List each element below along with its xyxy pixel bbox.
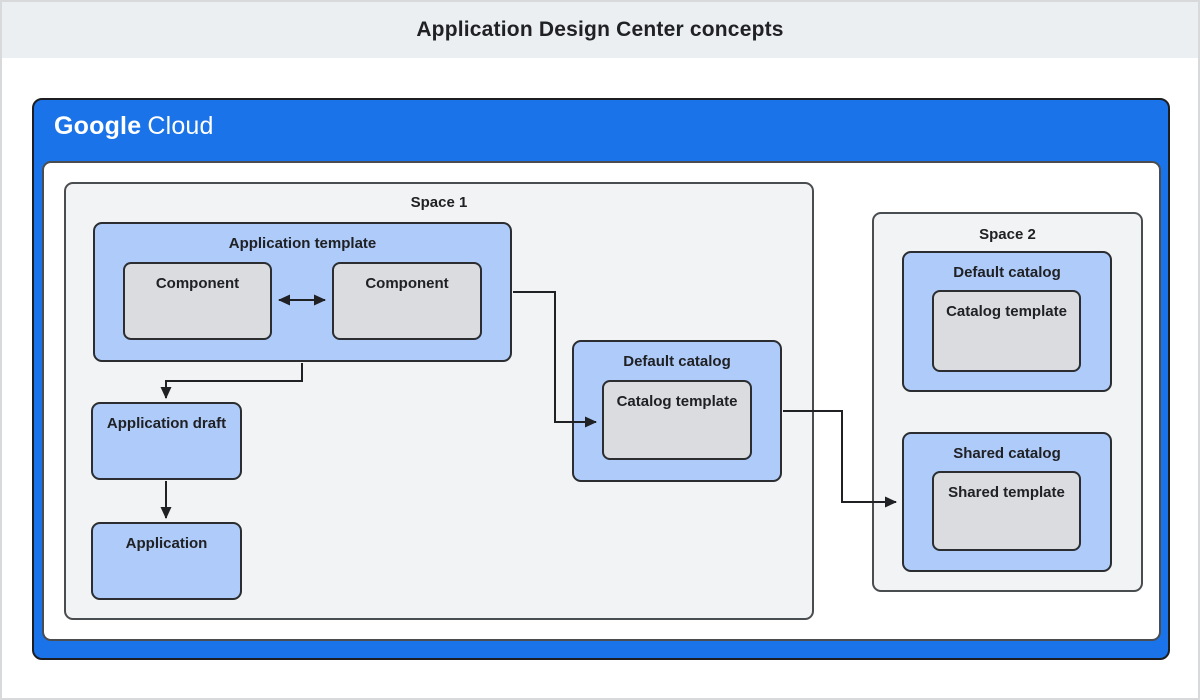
default-catalog-space2-label: Default catalog xyxy=(953,264,1061,281)
catalog-template-node-space2: Catalog template xyxy=(932,290,1081,372)
application-label: Application xyxy=(125,535,208,552)
space-1: Space 1 Application template Component C… xyxy=(64,182,814,620)
default-catalog-node-space1: Default catalog Catalog template xyxy=(572,340,782,482)
catalog-template-space2-label: Catalog template xyxy=(946,303,1067,320)
catalog-template-space1-label: Catalog template xyxy=(616,393,738,410)
cloud-wordmark: Cloud xyxy=(147,112,214,140)
google-wordmark: Google xyxy=(54,112,142,140)
space-2: Space 2 Default catalog Catalog template… xyxy=(872,212,1143,592)
shared-template-node: Shared template xyxy=(932,471,1081,551)
default-catalog-space1-label: Default catalog xyxy=(623,353,731,370)
title-bar: Application Design Center concepts xyxy=(2,2,1198,58)
component-node-right: Component xyxy=(332,262,482,340)
shared-catalog-label: Shared catalog xyxy=(953,445,1061,462)
shared-catalog-node: Shared catalog Shared template xyxy=(902,432,1112,572)
shared-template-label: Shared template xyxy=(948,484,1065,501)
application-node: Application xyxy=(91,522,242,600)
space-1-label: Space 1 xyxy=(410,194,468,211)
cloud-inner-container: Space 1 Application template Component C… xyxy=(42,161,1161,641)
component-right-label: Component xyxy=(365,275,449,292)
space-2-label: Space 2 xyxy=(979,226,1036,243)
component-left-label: Component xyxy=(155,275,240,292)
catalog-template-node-space1: Catalog template xyxy=(602,380,752,460)
application-draft-label: Application draft xyxy=(106,415,227,432)
component-node-left: Component xyxy=(123,262,272,340)
application-draft-node: Application draft xyxy=(91,402,242,480)
application-template-node: Application template Component Component xyxy=(93,222,512,362)
page-title: Application Design Center concepts xyxy=(416,18,784,41)
default-catalog-node-space2: Default catalog Catalog template xyxy=(902,251,1112,392)
application-template-label: Application template xyxy=(228,235,377,252)
